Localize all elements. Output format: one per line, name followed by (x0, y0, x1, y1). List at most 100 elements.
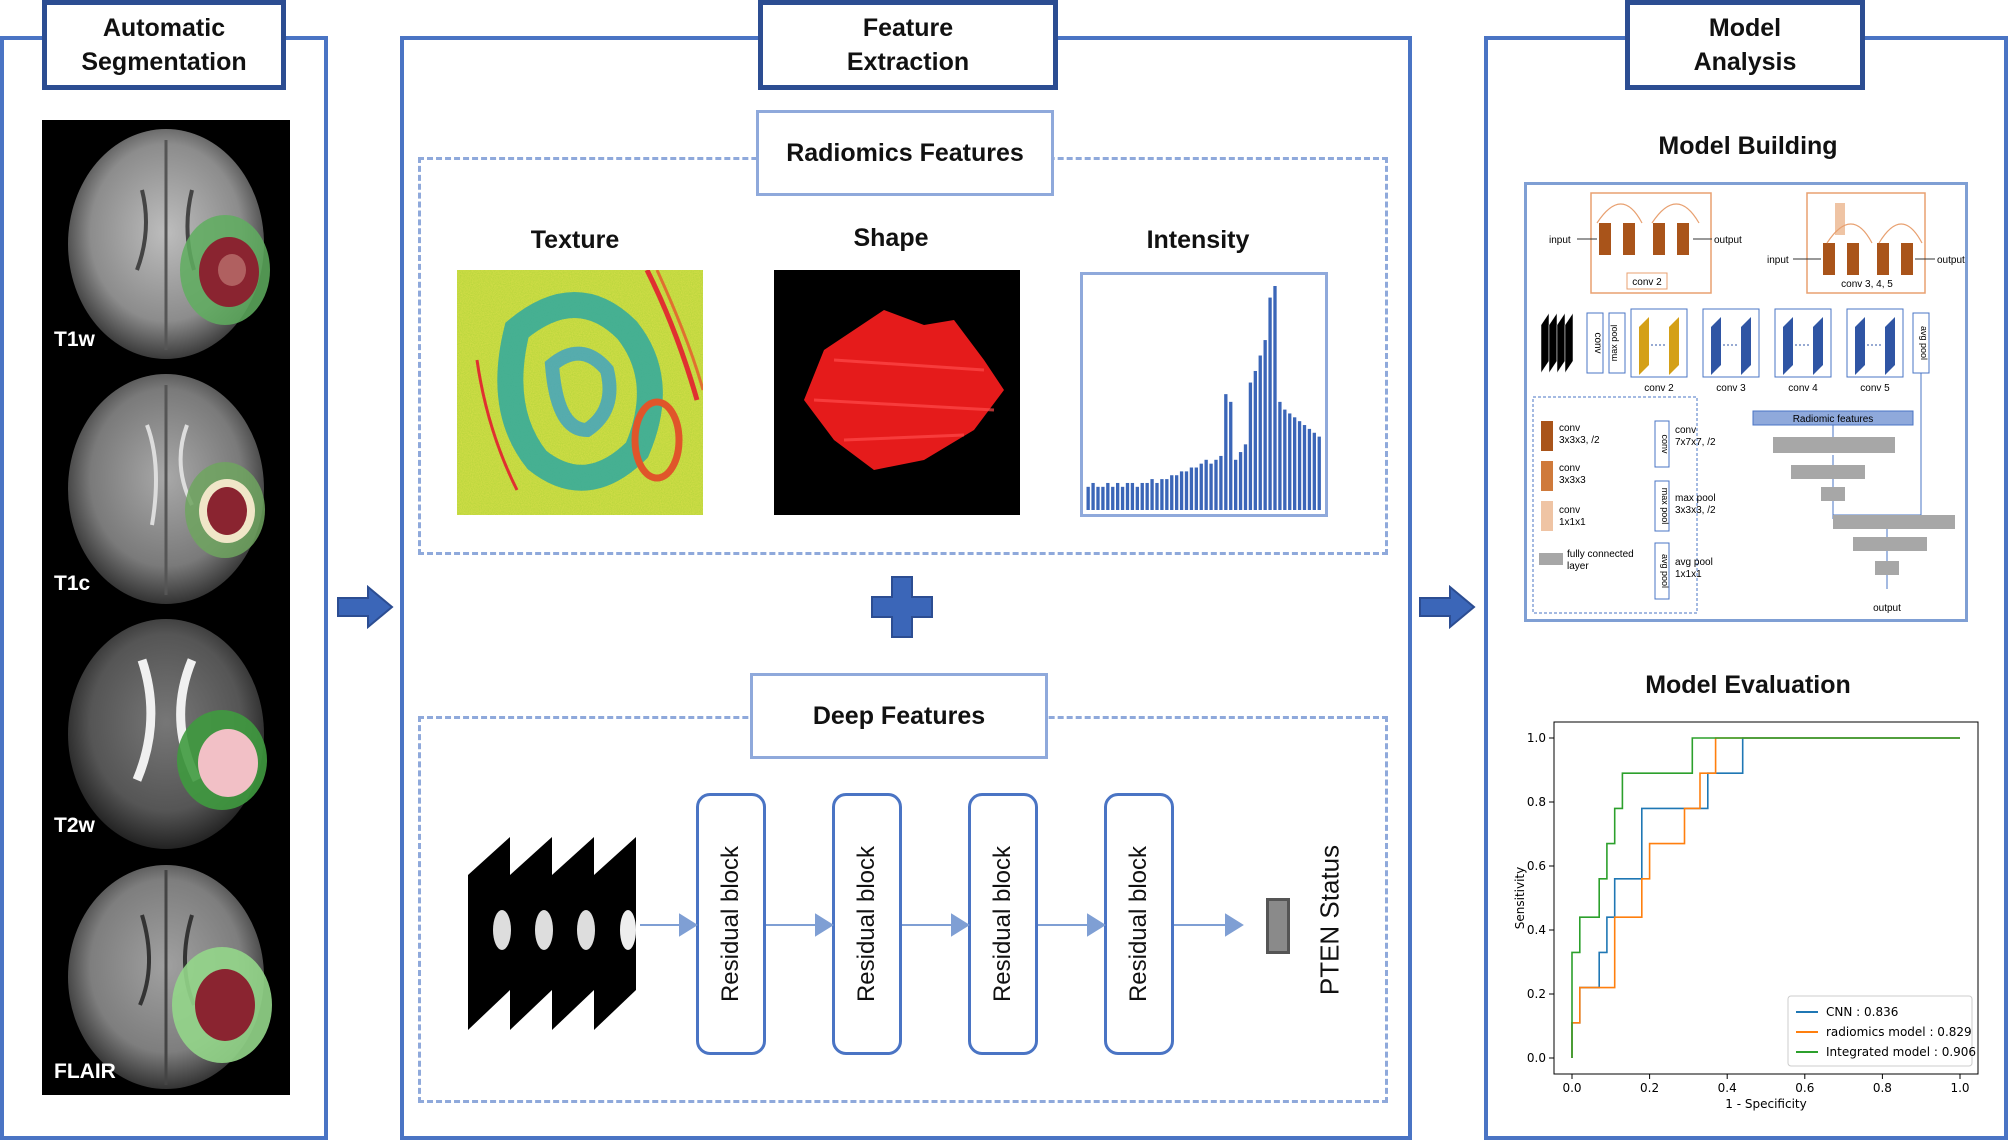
mri-strip: T1w T1c T2w FLAIR (42, 120, 290, 1095)
histogram-bar (1302, 425, 1307, 510)
histogram-bar (1135, 486, 1139, 510)
histogram-bar (1145, 482, 1149, 510)
final-output-label: output (1873, 603, 1901, 614)
mri-scan-t2w (68, 619, 267, 849)
histogram-bar (1278, 401, 1282, 510)
y-tick-label: 0.2 (1527, 987, 1546, 1001)
histogram-bar (1189, 467, 1194, 510)
histogram-bar (1160, 479, 1164, 510)
histogram-bar (1101, 486, 1105, 510)
y-axis-label: Sensitivity (1513, 867, 1527, 929)
x-tick-label: 0.0 (1562, 1081, 1581, 1095)
model-evaluation-title: Model Evaluation (1645, 671, 1851, 699)
histogram-bar (1258, 355, 1262, 510)
residual-block: Residual block (968, 793, 1038, 1055)
pten-status-label: PTEN Status (1314, 844, 1345, 996)
histogram-bar (1224, 394, 1228, 510)
stage-label: conv 5 (1860, 383, 1890, 394)
legend-item-name: conv (1559, 505, 1580, 516)
roc-series-line (1571, 737, 1960, 1058)
roc-series-line (1571, 737, 1960, 1058)
legend-item-spec: 3x3x3 (1559, 475, 1586, 486)
conv345-box-label: conv 3, 4, 5 (1841, 279, 1893, 290)
residual-block: Residual block (1104, 793, 1174, 1055)
histogram-bar (1096, 486, 1100, 510)
histogram-bar (1253, 370, 1257, 510)
shape-render (774, 270, 1020, 515)
histogram-bar (1179, 471, 1184, 510)
deep-features-title: Deep Features (750, 673, 1048, 759)
net-output-label: output (1937, 255, 1965, 266)
legend-entry: Integrated model : 0.906 (1826, 1045, 1976, 1059)
legend-item-name: fully connected (1567, 549, 1634, 560)
scan-label: T1w (54, 328, 95, 351)
histogram-bar (1140, 482, 1144, 510)
histogram-bar (1219, 455, 1223, 510)
op-avgpool-label: avg pool (1919, 326, 1929, 360)
histogram-bar (1120, 486, 1125, 510)
histogram-bar (1170, 475, 1174, 510)
histogram-bar (1288, 413, 1292, 510)
legend-item-name: conv (1559, 423, 1580, 434)
x-tick-label: 1.0 (1950, 1081, 1969, 1095)
scan-label: FLAIR (54, 1060, 116, 1083)
op-conv-label: conv (1592, 332, 1603, 353)
op-maxpool-label: max pool (1609, 325, 1619, 362)
legend-item-spec: 1x1x1 (1559, 517, 1586, 528)
y-tick-label: 0.8 (1527, 795, 1546, 809)
flow-arrow-right-icon (337, 585, 394, 629)
histogram-bar (1150, 479, 1154, 510)
y-tick-label: 0.4 (1527, 923, 1546, 937)
histogram-bar (1106, 482, 1110, 510)
shape-label: Shape (853, 224, 929, 252)
net-input-label: input (1767, 255, 1789, 266)
texture-map (457, 270, 703, 515)
mri-scan-t1w (68, 129, 270, 359)
legend-op-text: 1x1x1 (1675, 569, 1702, 580)
histogram-bar (1243, 444, 1248, 510)
chart-legend (1787, 995, 1973, 1067)
intensity-label: Intensity (1146, 226, 1250, 254)
legend-op-tag: avg pool (1660, 554, 1670, 588)
stage-label: conv 4 (1788, 383, 1818, 394)
conv2-box-label: conv 2 (1632, 277, 1662, 288)
legend-op-tag: max pool (1660, 488, 1670, 525)
x-axis-label: 1 - Specificity (1725, 1097, 1806, 1111)
legend-entry: CNN : 0.836 (1826, 1005, 1898, 1019)
output-node (1266, 898, 1290, 954)
residual-block: Residual block (696, 793, 766, 1055)
histogram-bar (1248, 382, 1253, 510)
mri-scan-flair (68, 865, 272, 1089)
histogram-bar (1229, 401, 1233, 510)
legend-item-spec: layer (1567, 561, 1589, 572)
histogram-bar (1238, 452, 1243, 510)
legend-op-text: conv (1675, 425, 1696, 436)
histogram-bar (1194, 467, 1198, 510)
plus-icon (871, 576, 933, 638)
deep-flow-arrows (640, 913, 1244, 937)
segmentation-header: Automatic Segmentation (42, 0, 286, 90)
histogram-bar (1214, 459, 1218, 510)
net-input-label: input (1549, 235, 1571, 246)
x-tick-label: 0.2 (1640, 1081, 1659, 1095)
input-image-stack (468, 837, 636, 1030)
legend-item-spec: 3x3x3, /2 (1559, 435, 1600, 446)
scan-label: T2w (54, 814, 95, 837)
histogram-bar (1209, 463, 1213, 510)
histogram-bar (1175, 475, 1179, 510)
legend-item-name: conv (1559, 463, 1580, 474)
x-tick-label: 0.8 (1873, 1081, 1892, 1095)
net-output-label: output (1714, 235, 1742, 246)
radiomics-title: Radiomics Features (756, 110, 1054, 196)
histogram-bar (1293, 417, 1297, 510)
legend-op-text: 3x3x3, /2 (1675, 505, 1716, 516)
stage-label: conv 2 (1644, 383, 1674, 394)
flow-arrow-right-icon (1419, 585, 1476, 629)
x-tick-label: 0.4 (1718, 1081, 1737, 1095)
histogram-bar (1297, 421, 1302, 510)
analysis-header: Model Analysis (1625, 0, 1865, 90)
histogram-bar (1199, 463, 1203, 510)
histogram-bar (1116, 482, 1120, 510)
model-building-title: Model Building (1658, 132, 1838, 160)
